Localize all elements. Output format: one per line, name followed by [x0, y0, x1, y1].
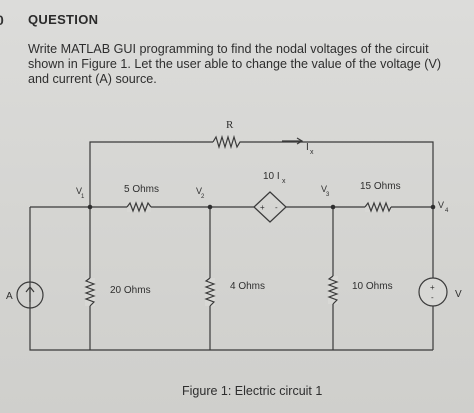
dep-source-plus: + — [260, 203, 265, 212]
label-10-ohms: 10 Ohms — [352, 281, 393, 292]
label-20-ohms: 20 Ohms — [110, 285, 151, 296]
node-v1-dot — [87, 204, 93, 210]
node-v2-dot — [207, 204, 213, 210]
question-line-2: shown in Figure 1. Let the user able to … — [28, 57, 442, 71]
label-v1-sub: 1 — [81, 194, 85, 200]
label-v4-sub: 4 — [445, 208, 449, 214]
dep-source-minus: - — [275, 203, 278, 212]
resistor-4-ohms — [204, 277, 216, 307]
voltage-source-minus: - — [431, 293, 434, 302]
node-v3-dot — [330, 204, 336, 210]
label-ix-sub: x — [310, 149, 314, 156]
label-v1: V — [76, 186, 82, 196]
resistor-15-ohms — [364, 201, 392, 213]
label-v2-sub: 2 — [201, 194, 205, 200]
label-dep-source-sub: x — [282, 178, 286, 185]
top-wire — [89, 141, 434, 207]
label-v2: V — [196, 186, 202, 196]
label-4-ohms: 4 Ohms — [230, 281, 265, 292]
question-heading: QUESTION — [28, 12, 99, 27]
label-ix: I — [306, 142, 309, 153]
label-current-source: A — [6, 291, 13, 302]
label-v3-sub: 3 — [326, 192, 330, 198]
resistor-10-ohms — [327, 275, 339, 305]
dependent-source — [253, 191, 287, 223]
question-number: 0 — [0, 12, 4, 28]
voltage-source — [418, 277, 448, 307]
node-v4-dot — [430, 204, 436, 210]
question-text: Write MATLAB GUI programming to find the… — [28, 42, 468, 87]
label-5-ohms: 5 Ohms — [124, 184, 159, 195]
resistor-r-top — [212, 134, 243, 150]
label-v3: V — [321, 184, 327, 194]
resistor-5-ohms — [126, 201, 152, 213]
current-source — [16, 281, 44, 309]
resistor-20-ohms — [84, 277, 96, 307]
label-v4: V — [438, 200, 444, 210]
label-voltage-source: V — [455, 289, 462, 300]
label-15-ohms: 15 Ohms — [360, 181, 401, 192]
label-dep-source: 10 I — [263, 171, 280, 182]
figure-caption: Figure 1: Electric circuit 1 — [182, 384, 323, 398]
question-line-3: and current (A) source. — [28, 72, 157, 86]
question-line-1: Write MATLAB GUI programming to find the… — [28, 42, 429, 56]
voltage-source-plus: + — [430, 283, 435, 292]
label-r-top: R — [226, 119, 234, 131]
